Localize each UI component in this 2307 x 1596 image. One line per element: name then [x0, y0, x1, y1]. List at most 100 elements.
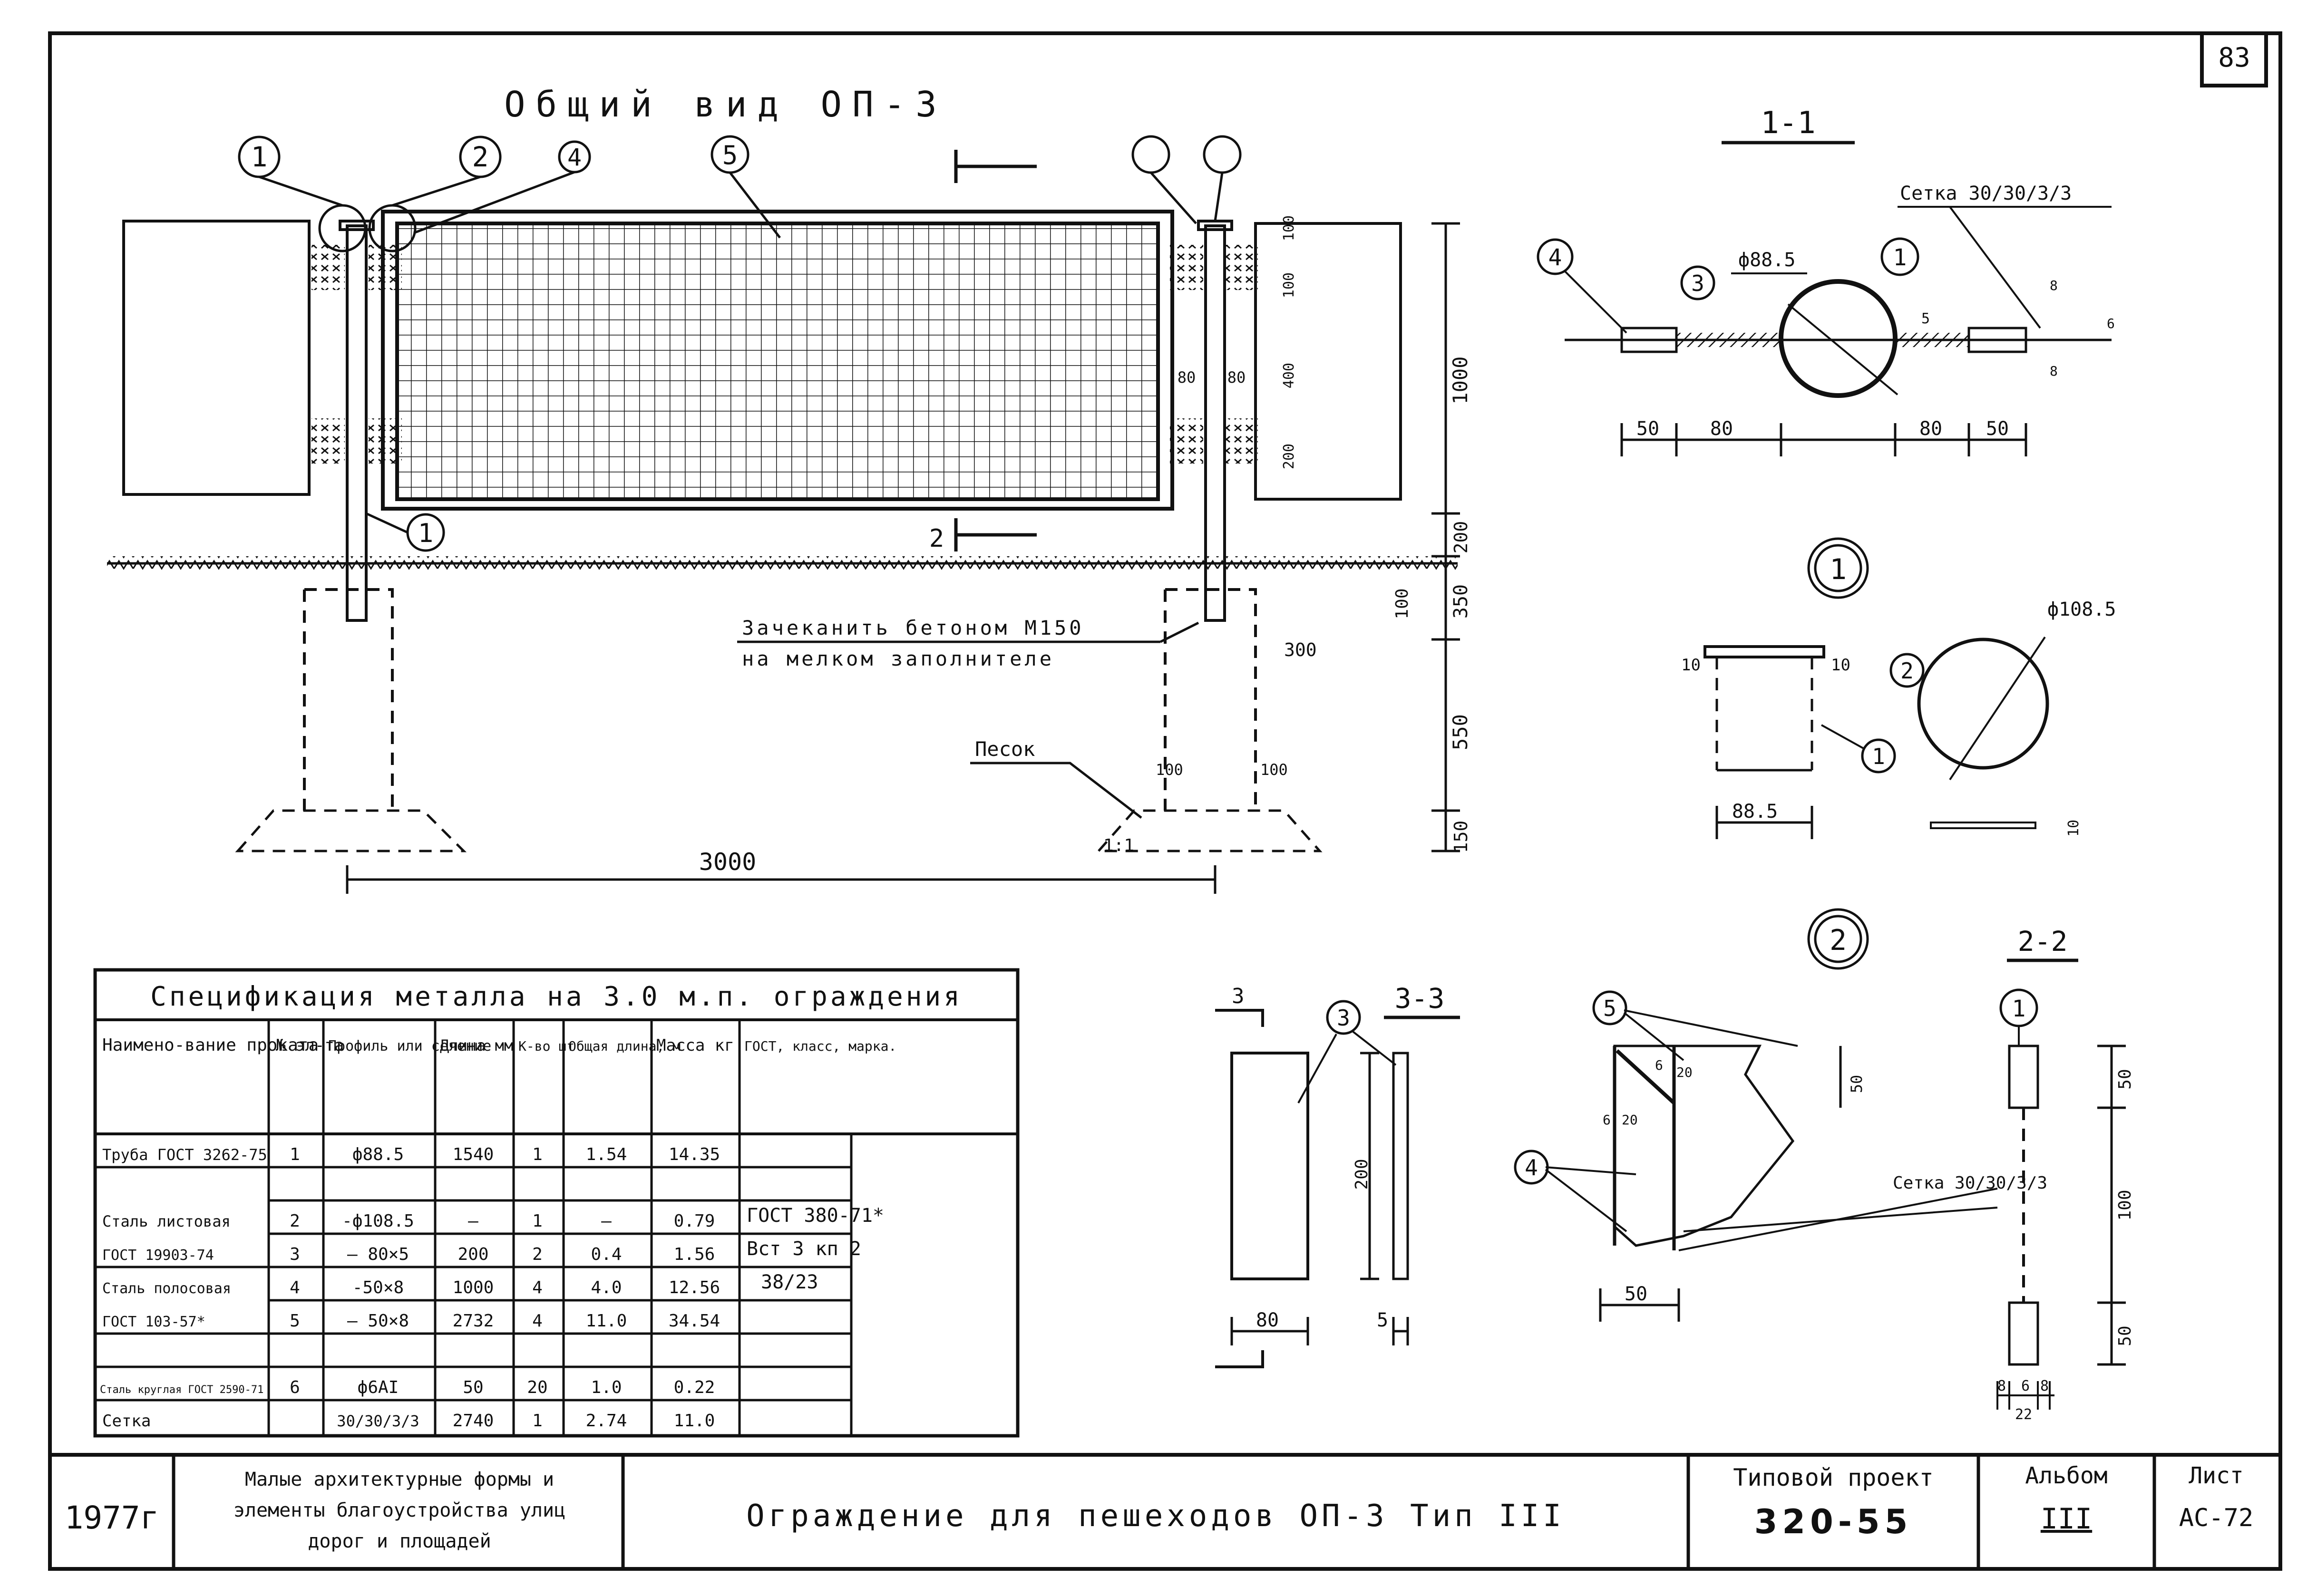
sand-cushion-left	[235, 809, 467, 852]
spec-header: ГОСТ, класс, марка.	[744, 1038, 896, 1054]
spec-cell: 12.56	[669, 1278, 720, 1297]
callout-label: 3	[1691, 271, 1704, 296]
title-block: 1977г Малые архитектурные формы и элемен…	[50, 1453, 2280, 1569]
disk-plate	[1703, 645, 1825, 658]
spec-cell: ф6AI	[358, 1378, 399, 1397]
mesh-label: Сетка 30/30/3/3	[1893, 1173, 2047, 1193]
plate-block	[1170, 418, 1203, 464]
grout-note-line2: на мелком заполнителе	[742, 647, 1054, 670]
sheet-label: Лист	[2189, 1462, 2244, 1489]
drawing-title: Ограждение для пешеходов ОП-3 Тип III	[746, 1499, 1565, 1534]
dim-label: 350	[1450, 584, 1472, 619]
dim-label: 88.5	[1732, 801, 1778, 822]
callout-label: 1	[1872, 744, 1885, 769]
callout-label: 1	[251, 141, 268, 173]
year: 1977г	[65, 1499, 159, 1536]
spec-header: Профиль или сечение	[328, 1038, 491, 1054]
spec-cell: 20	[527, 1378, 547, 1397]
spec-cell: ф88.5	[352, 1145, 404, 1164]
section-1-1-dims	[1620, 423, 2027, 456]
callout-label: 5	[1603, 996, 1616, 1021]
spec-cell: 4	[532, 1311, 543, 1331]
dim-label: 50	[1625, 1283, 1647, 1305]
dim-label: 50	[1848, 1075, 1866, 1093]
strip-pair-top	[2008, 1045, 2039, 1109]
spec-cell: 1.0	[591, 1378, 622, 1397]
section-1-1: 1-1 ф88.5 Сетка 30/30/3/3 4 3 1 50 80 80…	[1537, 106, 2115, 456]
album-value: III	[2041, 1502, 2092, 1536]
gost-note: ГОСТ 380-71*	[747, 1205, 884, 1227]
project-number: 320-55	[1754, 1502, 1913, 1541]
dim-label: 50	[2115, 1069, 2135, 1089]
spec-cell: 2732	[453, 1311, 494, 1331]
dim-label: 5	[1921, 310, 1930, 327]
spec-cell: 2.74	[586, 1411, 627, 1431]
dim-label: 100	[1260, 761, 1288, 779]
project-label: Типовой проект	[1733, 1464, 1933, 1491]
node-marker: 2	[1830, 924, 1847, 957]
post-right	[1204, 224, 1226, 622]
spec-cell: 11.0	[586, 1311, 627, 1331]
org-line3: дорог и площадей	[308, 1530, 491, 1552]
spec-cell: Труба ГОСТ 3262-75	[102, 1146, 267, 1164]
dim-label: 100	[1281, 272, 1297, 298]
dim-label: 80	[1178, 368, 1196, 387]
spec-cell: -50×8	[352, 1278, 404, 1297]
callout-label: 2	[1900, 658, 1914, 684]
spec-cell: Сталь круглая ГОСТ 2590-71	[100, 1384, 263, 1396]
footing-left	[303, 588, 394, 811]
callout-label: 4	[1525, 1155, 1538, 1180]
mesh-label: Сетка 30/30/3/3	[1900, 183, 2072, 204]
spec-cell: Сталь листовая	[102, 1212, 231, 1230]
spec-cell: 1	[532, 1411, 543, 1431]
gost-note: Вст 3 кп 2	[747, 1238, 861, 1260]
dim-label: 8	[2040, 1378, 2049, 1394]
dim-label: 200	[1352, 1159, 1372, 1190]
spec-header: № эл-та	[276, 1036, 344, 1055]
album-label: Альбом	[2025, 1462, 2107, 1489]
strip-face	[1230, 1052, 1309, 1280]
plate-block	[369, 245, 402, 290]
spec-header: К-во шт	[518, 1038, 574, 1054]
dim-label: 550	[1449, 714, 1472, 750]
spec-cell: 4	[290, 1278, 300, 1297]
node-2: 2 Сетка 30/30/3/3 5 4 50 20 6 20 6 50	[1514, 908, 2047, 1322]
dim-label: 22	[2015, 1406, 2032, 1423]
section-3-3: 3-3 3 3 200 80 5	[1215, 982, 1460, 1368]
callout-label: 1	[2012, 996, 2026, 1022]
span-dimension-line	[346, 865, 1217, 894]
callout-label: 2	[472, 141, 489, 173]
section-mark-2-label: 2	[929, 524, 944, 553]
dim-label: 6	[1655, 1057, 1663, 1073]
dim-label: 150	[1450, 821, 1471, 853]
dim-label: 6	[2021, 1378, 2030, 1394]
dim-label: 8	[2050, 278, 2058, 293]
pipe-diameter: ф88.5	[1738, 249, 1795, 271]
spec-cell: 50	[463, 1378, 483, 1397]
dim-label: 100	[2115, 1190, 2135, 1220]
spec-cell: 5	[290, 1311, 300, 1331]
spec-cell: 4.0	[591, 1278, 622, 1297]
spec-cell: 1540	[453, 1145, 494, 1164]
section-mark-2	[954, 518, 1037, 551]
spec-cell: — 50×8	[347, 1311, 409, 1331]
slope-label: 1:1	[1103, 836, 1134, 855]
post-left	[346, 224, 368, 622]
spec-cell: 2	[532, 1245, 543, 1264]
post-cap	[339, 220, 375, 231]
mesh-panel-main	[395, 222, 1160, 501]
dim-label: 8	[2050, 363, 2058, 379]
strip-3-right	[1895, 333, 1969, 347]
spec-cell: Сталь полосовая	[102, 1280, 231, 1297]
span-dimension: 3000	[699, 848, 756, 876]
strip-3-left	[1676, 333, 1781, 347]
spec-table: Спецификация металла на 3.0 м.п. огражде…	[93, 968, 1020, 1438]
org-line1: Малые архитектурные формы и	[245, 1469, 554, 1490]
spec-cell: —	[468, 1211, 478, 1231]
dim-label: 20	[1622, 1112, 1638, 1128]
section-mark-1-1	[954, 150, 1037, 183]
section-mark: 3	[1232, 984, 1245, 1008]
mesh-corner-detail	[1613, 1045, 1795, 1247]
node-1: 1 10 10 88.5 ф108.5 2 1 10	[1681, 537, 2116, 839]
